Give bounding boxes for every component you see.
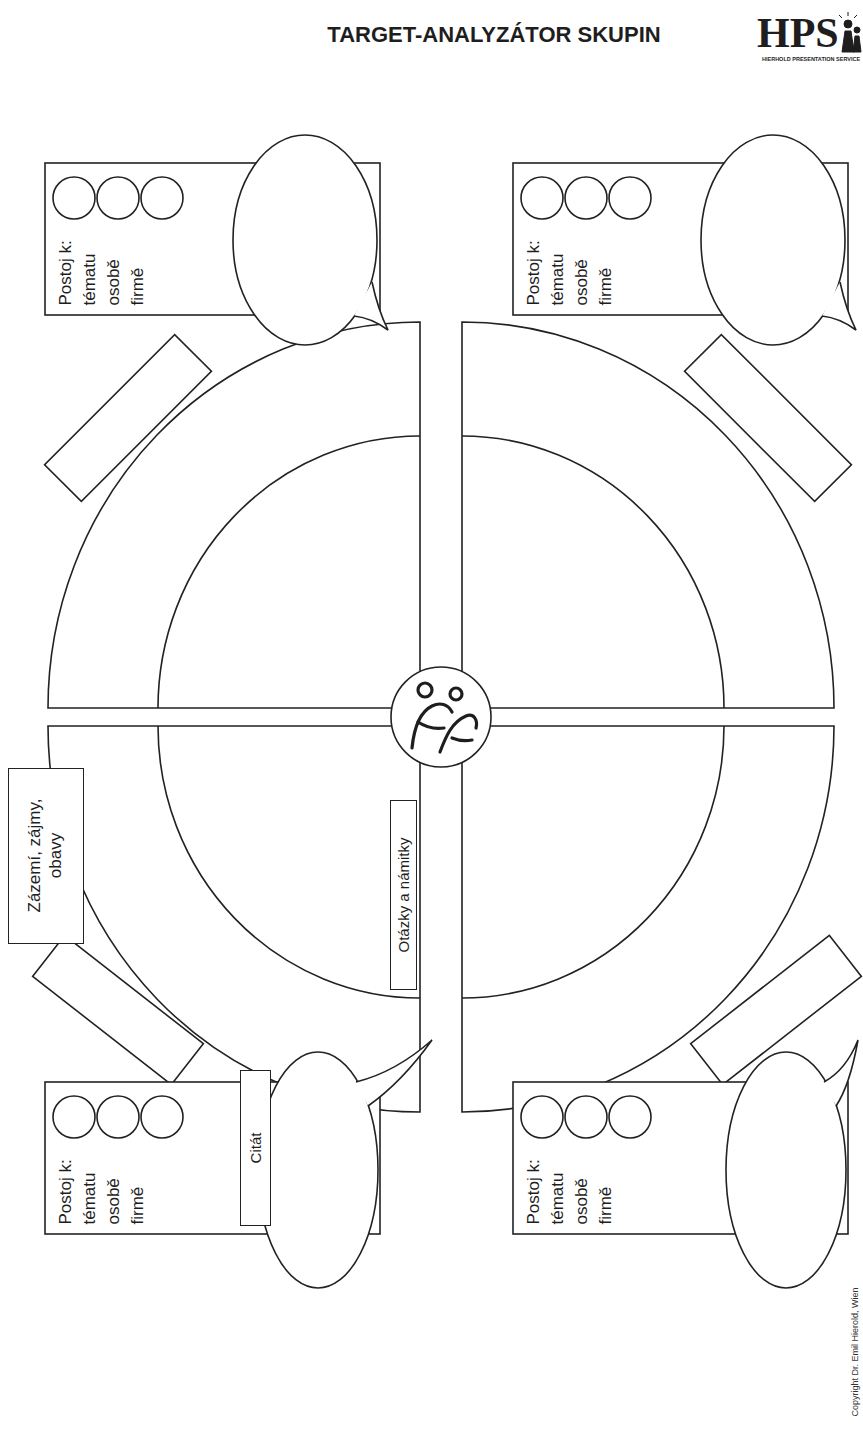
rating-circle (609, 1096, 651, 1138)
note-box (685, 335, 852, 502)
bubble-tail (822, 282, 856, 330)
text-frame: Otázky a námitky (391, 801, 415, 988)
box-label: Zázemí, zájmy, obavy (25, 788, 65, 923)
attitude-item: tématu (77, 1082, 101, 1224)
rating-circle (53, 1096, 95, 1138)
quadrant (462, 322, 834, 708)
logo-tagline: HIERHOLD PRESENTATION SERVICE (762, 56, 860, 62)
card-heading: Postoj k: (521, 1082, 545, 1224)
card-heading: Postoj k: (53, 163, 77, 305)
rating-circle (97, 1096, 139, 1138)
attitude-item: tématu (77, 163, 101, 305)
text-frame: Postoj k:tématuosoběfirmě (45, 163, 380, 315)
attitude-item: osobě (569, 163, 593, 305)
attitude-card: Postoj k:tématuosoběfirmě (45, 163, 380, 315)
rating-circle (521, 177, 563, 219)
note-box (45, 335, 212, 502)
rating-circle (565, 1096, 607, 1138)
logo-pawn (844, 20, 852, 28)
box-label: Citát (246, 1132, 264, 1163)
text-frame: Zázemí, zájmy, obavy (9, 769, 82, 942)
figure-body (440, 715, 477, 752)
attitude-item: firmě (593, 1082, 617, 1224)
logo-pawn (853, 36, 861, 52)
topic-tag: Zázemí, zájmy, obavy (8, 768, 84, 944)
rating-circle (141, 177, 183, 219)
attitude-item: firmě (125, 1082, 149, 1224)
attitude-item: osobě (101, 163, 125, 305)
inner-arc (158, 436, 420, 708)
logo-rays (839, 12, 857, 18)
quote-tag: Citát (240, 1070, 271, 1226)
figure-arm (452, 738, 472, 741)
logo-pawn (842, 31, 854, 52)
text-frame: Postoj k:tématuosoběfirmě (513, 1082, 848, 1234)
text-frame: Postoj k:tématuosoběfirmě (45, 1082, 380, 1234)
attitude-card: Postoj k:tématuosoběfirmě (513, 163, 848, 315)
logo-pawn (854, 27, 860, 33)
inner-arc (462, 436, 724, 708)
quadrant (48, 322, 420, 708)
attitude-item: tématu (545, 1082, 569, 1224)
text-frame: Citát (241, 1071, 269, 1224)
attitude-item: osobě (101, 1082, 125, 1224)
card-heading: Postoj k: (53, 1082, 77, 1224)
note-box (33, 935, 204, 1084)
attitude-item: osobě (569, 1082, 593, 1224)
rating-circle (141, 1096, 183, 1138)
rating-circle (97, 177, 139, 219)
box-label: Otázky a námitky (394, 837, 412, 952)
bubble-tail (354, 282, 388, 330)
bubble-tail (356, 1040, 432, 1106)
copyright-note: Copyright Dr. Emil Hierold, Wien (849, 1287, 859, 1416)
attitude-item: firmě (125, 163, 149, 305)
bubble-tail (824, 1040, 858, 1106)
rating-circle (609, 177, 651, 219)
figure-arm (418, 722, 444, 728)
attitude-item: firmě (593, 163, 617, 305)
attitude-card: Postoj k:tématuosoběfirmě (45, 1082, 380, 1234)
logo-mark: HPS (757, 12, 839, 54)
rating-circle (521, 1096, 563, 1138)
text-frame: Postoj k:tématuosoběfirmě (513, 163, 848, 315)
attitude-card: Postoj k:tématuosoběfirmě (513, 1082, 848, 1234)
inner-arc (158, 726, 420, 998)
attitude-item: tématu (545, 163, 569, 305)
rating-circle (565, 177, 607, 219)
axis-tag: Otázky a námitky (390, 800, 417, 990)
quadrant (48, 726, 420, 1112)
page-title: TARGET-ANALYZÁTOR SKUPIN (294, 22, 694, 48)
figure-head (418, 683, 432, 697)
centre-circle (391, 667, 491, 767)
inner-arc (462, 726, 724, 998)
rating-circle (53, 177, 95, 219)
card-heading: Postoj k: (521, 163, 545, 305)
figure-head (450, 688, 462, 700)
